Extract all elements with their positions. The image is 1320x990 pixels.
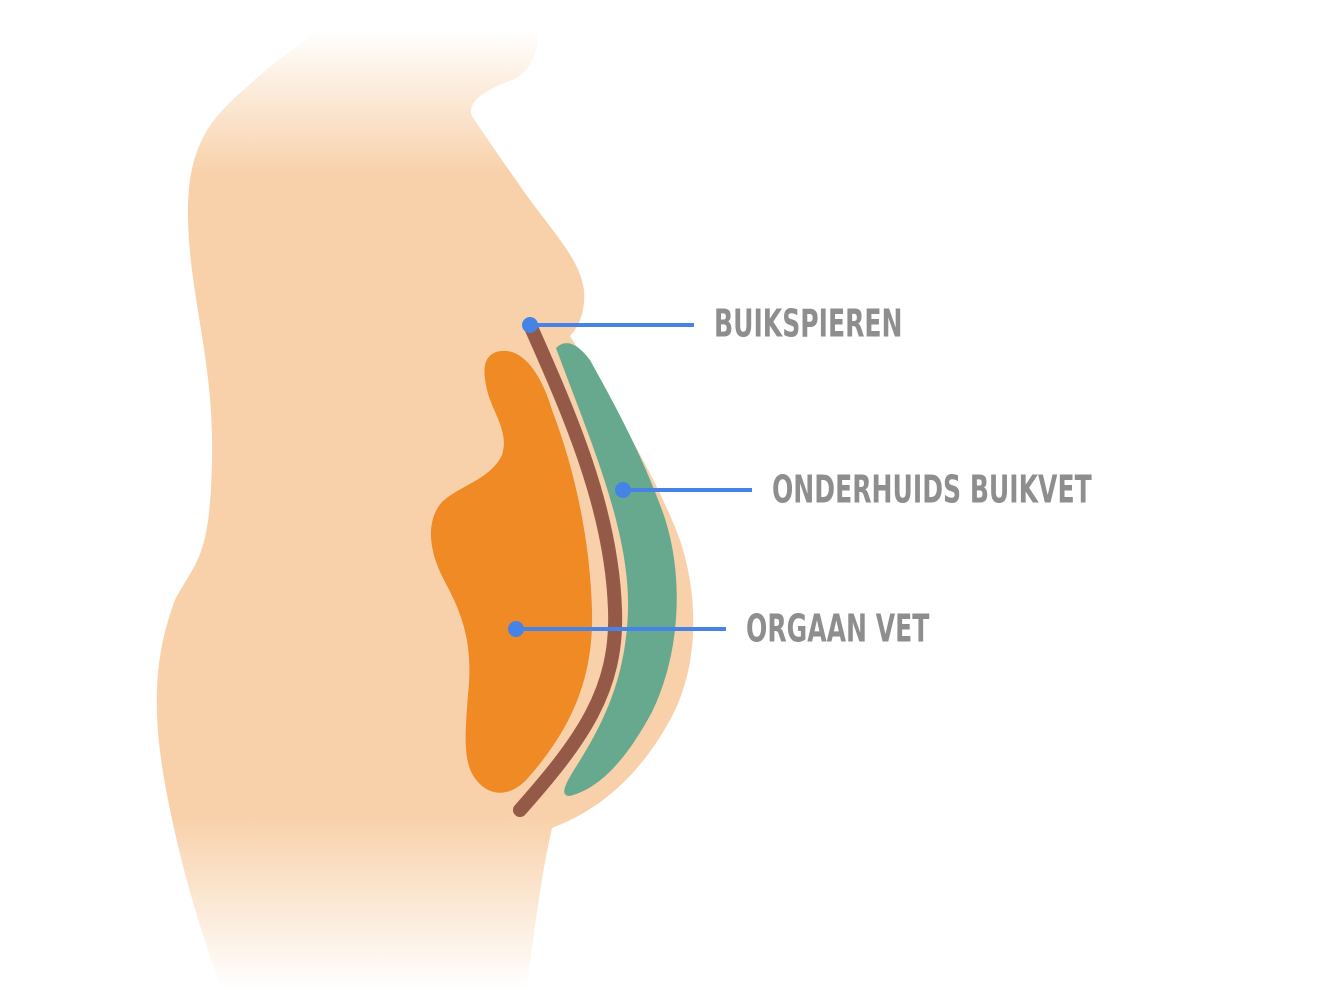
torso-silhouette: [156, 30, 694, 990]
pointer-muscles: [522, 317, 694, 333]
organ-fat-blob: [430, 350, 593, 793]
pointer-dot-subcutaneous-fat: [615, 482, 631, 498]
pointer-subcutaneous-fat: [615, 482, 752, 498]
pointer-organ-fat: [508, 621, 726, 637]
label-muscles: BUIKSPIEREN: [714, 301, 903, 346]
label-organ-fat: ORGAAN VET: [746, 606, 929, 651]
subcutaneous-fat-layer: [556, 343, 677, 796]
pointer-dot-organ-fat: [508, 621, 524, 637]
pointer-dot-muscles: [522, 317, 538, 333]
label-subcutaneous-fat: ONDERHUIDS BUIKVET: [772, 467, 1092, 512]
abdominal-muscle-band: [513, 318, 623, 817]
